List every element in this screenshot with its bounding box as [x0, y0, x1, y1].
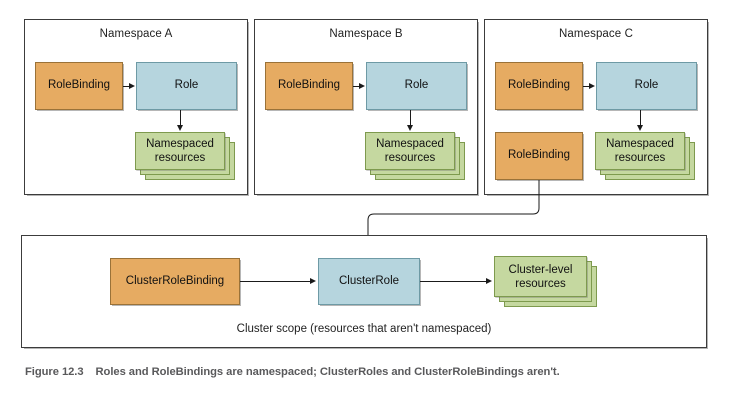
node-clusterrolebinding[interactable]: ClusterRoleBinding	[110, 258, 240, 305]
connector-role-to-resources-c	[640, 110, 641, 126]
node-role-a[interactable]: Role	[136, 62, 237, 110]
namespace-title-b: Namespace B	[329, 28, 403, 40]
resources-line-1: Namespaced	[146, 138, 214, 150]
arrowhead-role-to-resources-a	[176, 125, 183, 131]
resources-line-2: resources	[384, 152, 436, 164]
arrowhead-cr-to-resources	[486, 277, 492, 284]
connector-rolebinding-to-role-c	[583, 86, 590, 87]
node-rolebinding-b[interactable]: RoleBinding	[265, 62, 353, 110]
node-clusterrole[interactable]: ClusterRole	[318, 258, 420, 305]
connector-cr-to-resources	[420, 281, 487, 282]
node-role-c[interactable]: Role	[596, 62, 697, 110]
arrowhead-rolebinding-to-role-b	[359, 82, 365, 89]
resources-line-2: resources	[154, 152, 206, 164]
node-cluster-level-resources[interactable]: Cluster-level resources	[494, 256, 599, 308]
node-namespaced-resources-c[interactable]: Namespaced resources	[595, 132, 695, 180]
arrowhead-role-to-resources-c	[636, 125, 643, 131]
figure-number: Figure 12.3	[25, 366, 84, 378]
node-rolebinding-c-second[interactable]: RoleBinding	[495, 132, 583, 180]
resources-line-2: resources	[614, 152, 666, 164]
figure-caption: Figure 12.3 Roles and RoleBindings are na…	[25, 366, 705, 378]
node-namespaced-resources-b[interactable]: Namespaced resources	[365, 132, 465, 180]
namespaced-resources-label-a: Namespaced resources	[146, 137, 214, 165]
arrowhead-role-to-resources-b	[406, 125, 413, 131]
connector-role-to-resources-a	[180, 110, 181, 126]
stack-sheet-front: Namespaced resources	[595, 132, 685, 170]
arrowhead-rolebinding-to-role-a	[129, 82, 135, 89]
node-rolebinding-a[interactable]: RoleBinding	[35, 62, 123, 110]
connector-crb-to-cr	[240, 281, 311, 282]
resources-line-1: Cluster-level	[508, 263, 573, 276]
connector-rolebinding-to-role-b	[353, 86, 360, 87]
node-namespaced-resources-a[interactable]: Namespaced resources	[135, 132, 235, 180]
arrowhead-rolebinding-to-role-c	[589, 82, 595, 89]
arrowhead-crb-to-cr	[310, 277, 316, 284]
node-rolebinding-c[interactable]: RoleBinding	[495, 62, 583, 110]
stack-sheet-front: Cluster-level resources	[494, 256, 587, 297]
node-role-b[interactable]: Role	[366, 62, 467, 110]
namespace-title-c: Namespace C	[559, 28, 633, 40]
resources-line-2: resources	[515, 277, 566, 290]
namespaced-resources-label-b: Namespaced resources	[376, 137, 444, 165]
cluster-level-resources-label: Cluster-level resources	[509, 263, 573, 291]
stack-sheet-front: Namespaced resources	[135, 132, 225, 170]
resources-line-1: Namespaced	[376, 138, 444, 150]
stack-sheet-front: Namespaced resources	[365, 132, 455, 170]
connector-rolebinding-to-role-a	[123, 86, 130, 87]
connector-role-to-resources-b	[410, 110, 411, 126]
cluster-scope-label: Cluster scope (resources that aren't nam…	[236, 323, 492, 335]
figure-caption-text: Roles and RoleBindings are namespaced; C…	[95, 366, 560, 378]
resources-line-1: Namespaced	[606, 138, 674, 150]
namespace-title-a: Namespace A	[99, 28, 173, 40]
namespaced-resources-label-c: Namespaced resources	[606, 137, 674, 165]
